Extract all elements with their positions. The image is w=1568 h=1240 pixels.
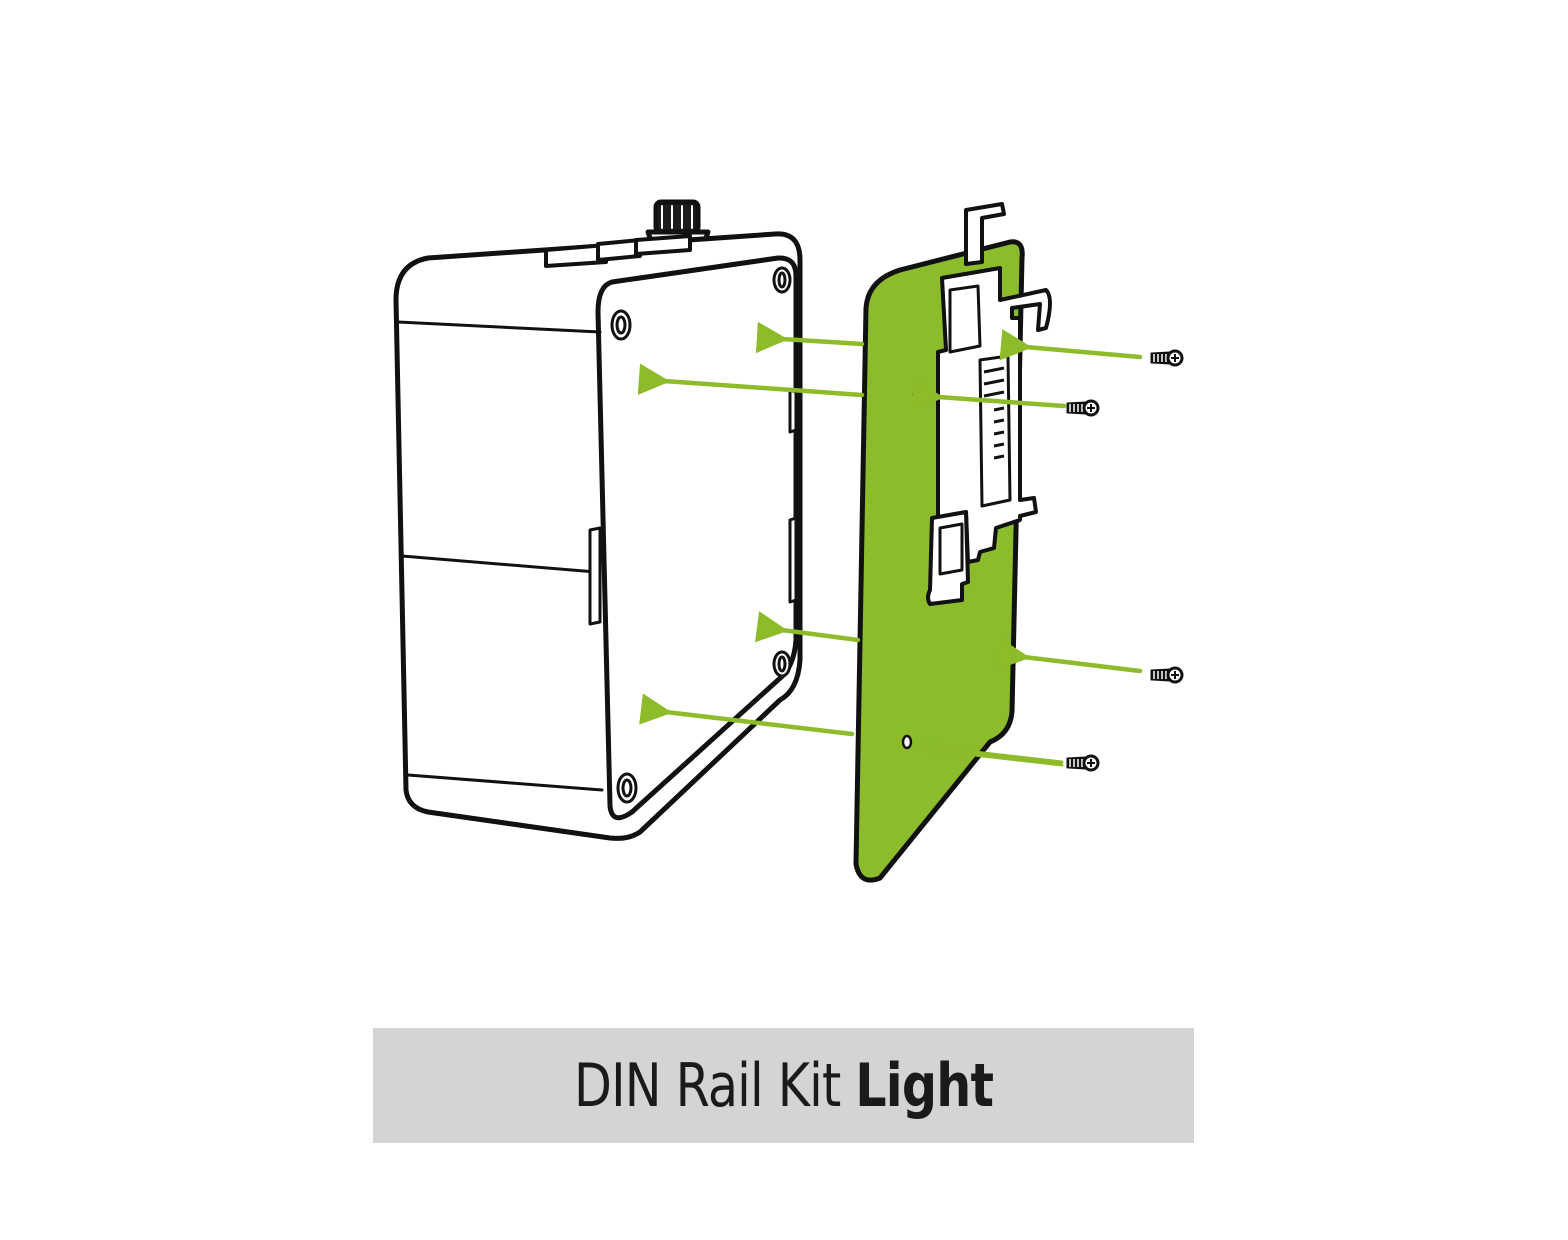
caption-regular: DIN Rail Kit: [573, 1050, 856, 1121]
arrow-screw-4: [915, 740, 1064, 767]
caption-bar: DIN Rail Kit Light: [373, 1028, 1194, 1143]
din-rail-clip: [926, 202, 1052, 606]
top-ports: [544, 234, 692, 268]
screw-icon: [1150, 349, 1184, 367]
arrow-plate-to-hole-2: [637, 363, 865, 398]
arrow-screw-2: [911, 379, 1067, 411]
caption-bold: Light: [855, 1050, 994, 1121]
screws: [1066, 349, 1184, 772]
screw-icon: [1066, 754, 1100, 772]
arrow-screw-3: [997, 638, 1143, 674]
arrow-plate-to-hole-3: [754, 611, 861, 643]
din-rail-assembly-illustration: [393, 199, 1184, 883]
screw-icon: [1150, 666, 1184, 684]
arrow-plate-to-hole-1: [755, 321, 865, 354]
assembly-arrows: [637, 321, 1143, 767]
corner-screws: [610, 266, 792, 804]
screw-icon: [1066, 399, 1100, 417]
clip-ridges: [983, 366, 1005, 460]
housing-front-face: [595, 255, 799, 821]
arrow-screw-1: [999, 329, 1143, 361]
device-housing: [393, 199, 803, 841]
arrow-plate-to-hole-4: [639, 693, 855, 737]
caption-text: DIN Rail Kit Light: [573, 1050, 994, 1121]
